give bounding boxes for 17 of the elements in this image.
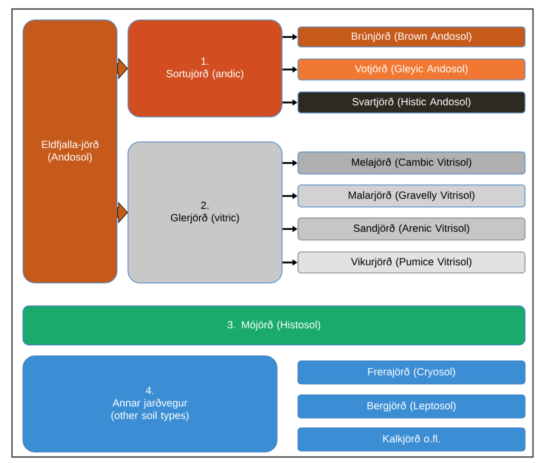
soil-box: Votjörð (Gleyic Andosol) (298, 58, 526, 80)
soil-box: Bergjörð (Leptosol) (298, 394, 526, 418)
soil-box: Malarjörð (Gravelly Vitrisol) (298, 184, 526, 208)
group-box: 4. Annar jarðvegur (other soil types) (22, 356, 278, 452)
soil-box: Sandjörð (Arenic Vitrisol) (298, 218, 526, 240)
group-box: 2. Glerjörð (vitric) (128, 142, 282, 284)
soil-box: Frerajörð (Cryosol) (298, 360, 526, 384)
soil-box: Svartjörð (Histic Andosol) (298, 92, 526, 114)
arrow (117, 202, 128, 224)
soil-box: Vikurjörð (Pumice Vitrisol) (298, 252, 526, 274)
group-box: Eldfjalla-jörð (Andosol) (22, 20, 118, 284)
soil-box: Kalkjörð o.fl. (298, 428, 526, 452)
band-box: 3. Mójörð (Histosol) (22, 306, 526, 346)
arrow (117, 58, 128, 80)
group-box: 1. Sortujörð (andic) (128, 20, 282, 118)
soil-box: Brúnjörð (Brown Andosol) (298, 26, 526, 48)
soil-box: Melajörð (Cambic Vitrisol) (298, 152, 526, 174)
